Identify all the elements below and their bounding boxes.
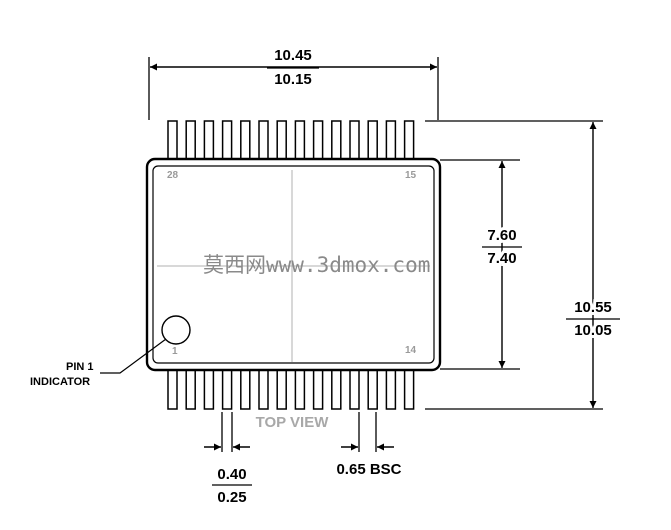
bottom-pin-1 [167, 365, 178, 410]
top-pin-28 [167, 120, 178, 164]
pin1-label-line1: PIN 1 [66, 361, 94, 373]
bottom-pin-2 [185, 365, 196, 410]
pin1-indicator-dot [161, 315, 191, 345]
top-pin-16 [385, 120, 397, 164]
dimension-lines [150, 63, 597, 451]
overall-height-min: 10.05 [574, 322, 612, 339]
top-pin-24 [240, 120, 251, 164]
bottom-pin-3 [203, 365, 215, 410]
lead-width-min: 0.25 [217, 489, 246, 506]
pin-number-1: 1 [172, 346, 178, 357]
package-body [145, 157, 442, 372]
top-pin-26 [203, 120, 215, 164]
watermark-text: 莫西网www.3dmox.com [203, 253, 430, 277]
top-pin-row [167, 120, 415, 164]
bottom-pin-14 [403, 365, 415, 410]
bottom-pin-12 [367, 365, 378, 410]
bottom-pin-13 [385, 365, 397, 410]
top-pin-21 [294, 120, 306, 164]
body-height-max: 7.60 [487, 227, 516, 244]
top-pin-27 [185, 120, 196, 164]
body-height-min: 7.40 [487, 250, 516, 267]
top-pin-15 [403, 120, 415, 164]
top-pin-20 [312, 120, 324, 164]
pin-number-14: 14 [405, 345, 417, 356]
bottom-pin-10 [331, 365, 342, 410]
bottom-pin-9 [312, 365, 324, 410]
top-pin-22 [276, 120, 287, 164]
pitch-label: 0.65 BSC [336, 461, 401, 478]
overall-height-max: 10.55 [574, 299, 612, 316]
overall-width-max: 10.45 [274, 47, 312, 64]
extension-lines [148, 57, 603, 452]
bottom-pin-7 [276, 365, 287, 410]
bottom-pin-6 [258, 365, 269, 410]
top-pin-19 [331, 120, 342, 164]
bottom-pin-5 [240, 365, 251, 410]
pin-number-28: 28 [167, 170, 179, 181]
top-pin-25 [221, 120, 233, 164]
top-pin-23 [258, 120, 269, 164]
top-pin-17 [367, 120, 378, 164]
overall-width-min: 10.15 [274, 71, 312, 88]
pin1-label-line2: INDICATOR [30, 376, 90, 388]
lead-width-max: 0.40 [217, 466, 246, 483]
bottom-pin-4 [221, 365, 233, 410]
bottom-pin-row [167, 365, 415, 410]
top-view-label: TOP VIEW [256, 414, 330, 431]
pin-number-15: 15 [405, 170, 417, 181]
bottom-pin-11 [349, 365, 360, 410]
pin1-leader-line [100, 338, 167, 374]
bottom-pin-8 [294, 365, 306, 410]
top-pin-18 [349, 120, 360, 164]
